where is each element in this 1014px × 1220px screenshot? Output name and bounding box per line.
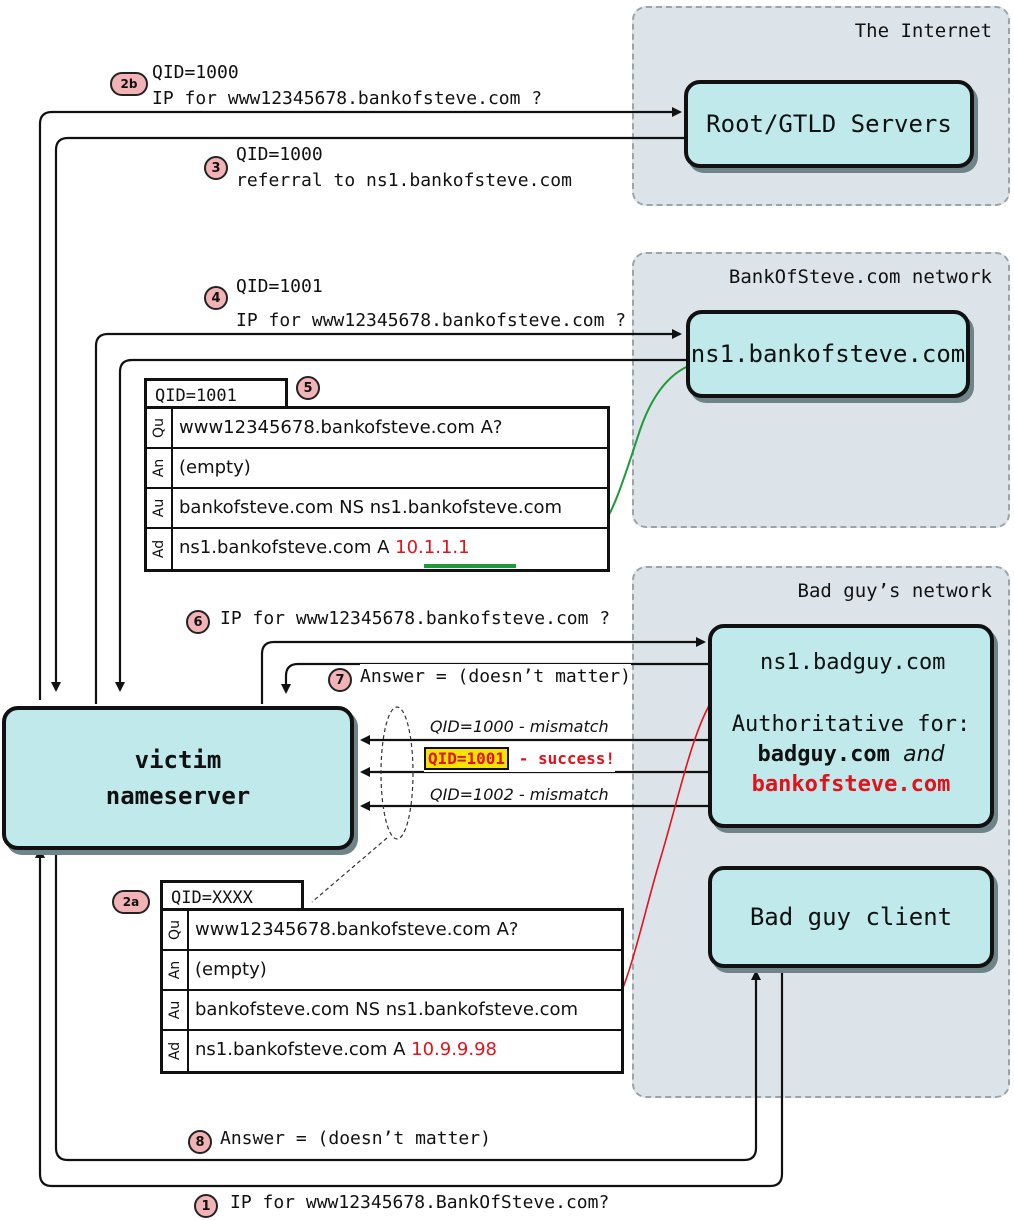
packet-row-tag: Au: [166, 1000, 183, 1020]
packet-row: An (empty): [163, 951, 621, 991]
packet-row-text: ns1.bankofsteve.com A: [195, 1039, 412, 1060]
root-gtld-servers-box: Root/GTLD Servers: [684, 80, 974, 168]
step-6-text: IP for www12345678.bankofsteve.com ?: [220, 608, 611, 629]
step-4-text: IP for www12345678.bankofsteve.com ?: [236, 310, 627, 331]
ns1-bankofsteve-box: ns1.bankofsteve.com: [686, 310, 970, 398]
packet-row-value: ns1.bankofsteve.com A 10.9.9.98: [189, 1031, 497, 1071]
real-ip-address: 10.1.1.1: [395, 537, 470, 558]
internet-region-title: The Internet: [854, 20, 992, 42]
step-1-badge: 1: [194, 1194, 218, 1218]
packet-row-tag: Ad: [167, 1041, 183, 1061]
packet-row-value: bankofsteve.com NS ns1.bankofsteve.com: [179, 497, 563, 518]
step-6-badge: 6: [186, 610, 210, 634]
arrow-5: [115, 358, 686, 692]
packet-row-value: (empty): [195, 959, 267, 980]
step-3-badge: 3: [204, 156, 228, 180]
arrow-7: [281, 662, 712, 694]
packet-row: Qu www12345678.bankofsteve.com A?: [147, 409, 607, 449]
step-1-text: IP for www12345678.BankOfSteve.com?: [230, 1192, 610, 1213]
authoritative-note: Authoritative for: badguy.com and bankof…: [712, 710, 990, 800]
packet-fake-qid: QID=XXXX: [160, 880, 304, 910]
bad-guy-client-box: Bad guy client: [708, 866, 994, 968]
packet-row-value: (empty): [179, 457, 251, 478]
arrow-4: [94, 329, 682, 704]
step-3-text: referral to ns1.bankofsteve.com: [236, 170, 572, 191]
authoritative-line: Authoritative for:: [731, 712, 971, 737]
packet-row: Ad ns1.bankofsteve.com A 10.9.9.98: [163, 1031, 621, 1071]
step-2b-badge: 2b: [110, 72, 148, 96]
arrow-6: [260, 637, 706, 704]
fake-ip-address: 10.9.9.98: [411, 1039, 498, 1060]
packet-real-qid: QID=1001: [144, 378, 288, 408]
packet-row: An (empty): [147, 449, 607, 489]
step-7-text: Answer = (doesn’t matter): [360, 664, 631, 690]
step-4-badge: 4: [204, 286, 228, 310]
arrow-2b: [38, 107, 682, 700]
root-gtld-servers-label: Root/GTLD Servers: [706, 110, 952, 138]
bad-guy-client-label: Bad guy client: [749, 903, 953, 931]
step-3-qid: QID=1000: [236, 144, 323, 165]
packet-row: Au bankofsteve.com NS ns1.bankofsteve.co…: [163, 991, 621, 1031]
ns1-bankofsteve-label: ns1.bankofsteve.com: [690, 340, 966, 368]
auth-domain-bankofsteve: bankofsteve.com: [751, 772, 951, 797]
packet-row: Au bankofsteve.com NS ns1.bankofsteve.co…: [147, 489, 607, 529]
packet-real-body: Qu www12345678.bankofsteve.com A? An (em…: [144, 406, 610, 572]
packet-row-tag: An: [166, 960, 183, 980]
packet-row-value: bankofsteve.com NS ns1.bankofsteve.com: [195, 999, 579, 1020]
spoof-mismatch-1000: QID=1000 - mismatch: [430, 717, 609, 736]
victim-nameserver-box: victim nameserver: [2, 706, 354, 850]
spoof-leader: [311, 837, 388, 903]
bank-network-region-title: BankOfSteve.com network: [728, 266, 992, 288]
packet-row-text: ns1.bankofsteve.com A: [179, 537, 396, 558]
packet-row-value: ns1.bankofsteve.com A 10.1.1.1: [173, 529, 470, 569]
spoof-success-text: - success!: [518, 749, 616, 768]
packet-row-value: www12345678.bankofsteve.com A?: [179, 417, 503, 438]
ns1-badguy-label: ns1.badguy.com: [760, 650, 946, 675]
spoof-mismatch-1002: QID=1002 - mismatch: [430, 785, 609, 804]
packet-real-response: QID=1001 Qu www12345678.bankofsteve.com …: [144, 378, 610, 578]
step-2a-badge: 2a: [112, 890, 150, 914]
spoof-success: QID=1001 - success!: [424, 746, 616, 772]
arrow-3: [51, 136, 684, 692]
step-2b-text: IP for www12345678.bankofsteve.com ?: [152, 88, 543, 109]
step-2b-qid: QID=1000: [152, 62, 239, 83]
auth-domain-badguy: badguy.com: [757, 742, 890, 767]
step-7-badge: 7: [328, 668, 352, 692]
step-8-text: Answer = (doesn’t matter): [220, 1128, 491, 1149]
packet-row: Qu www12345678.bankofsteve.com A?: [163, 911, 621, 951]
badguy-network-region-title: Bad guy’s network: [797, 580, 992, 602]
arrow-8: [54, 842, 761, 1162]
spoof-success-qid: QID=1001: [424, 747, 510, 770]
ns1-badguy-box: ns1.badguy.com Authoritative for: badguy…: [708, 624, 994, 828]
step-8-badge: 8: [188, 1130, 212, 1154]
arrow-1: [35, 848, 784, 1188]
step-5-badge: 5: [296, 376, 320, 400]
spoof-ellipse: [380, 706, 414, 840]
packet-fake-response: QID=XXXX Qu www12345678.bankofsteve.com …: [160, 880, 624, 1080]
step-4-qid: QID=1001: [236, 276, 323, 297]
nameserver-label: nameserver: [105, 782, 251, 810]
victim-label: victim: [134, 746, 222, 774]
packet-row: Ad ns1.bankofsteve.com A 10.1.1.1: [147, 529, 607, 569]
packet-row-tag: Qu: [167, 920, 183, 940]
packet-fake-body: Qu www12345678.bankofsteve.com A? An (em…: [160, 908, 624, 1074]
authoritative-domains: badguy.com and: [712, 740, 990, 770]
auth-and: and: [903, 742, 945, 767]
packet-row-value: www12345678.bankofsteve.com A?: [195, 919, 519, 940]
